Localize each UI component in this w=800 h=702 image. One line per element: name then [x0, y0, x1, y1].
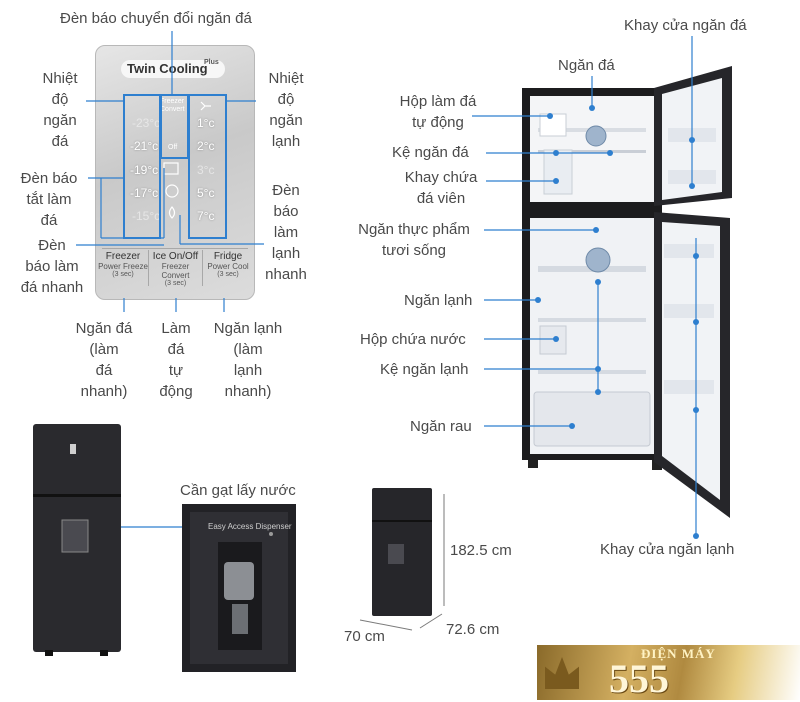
- convert-top-text: Freezer: [160, 98, 185, 105]
- fast-ice-icon: [165, 184, 179, 198]
- dimension-height: 182.5 cm: [450, 542, 512, 559]
- freezer-temp-5: -15°c: [132, 209, 161, 223]
- label-freezer-door-tray: Khay cửa ngăn đá: [624, 17, 747, 34]
- convert-indicator-box: [160, 94, 189, 159]
- off-indicator: Off: [168, 144, 178, 151]
- panel-divider-v1: [148, 250, 149, 286]
- freezer-button-name: Freezer: [105, 251, 141, 262]
- label-fridge: Ngăn lạnh: [404, 292, 473, 309]
- label-fridge-door-tray: Khay cửa ngăn lạnh: [600, 541, 735, 558]
- label-vegetable-drawer: Ngăn rau: [410, 418, 472, 435]
- panel-divider-v2: [202, 250, 203, 286]
- ice-onoff-button[interactable]: Ice On/Off Freezer Convert (3 sec): [149, 251, 202, 289]
- panel-divider: [102, 248, 248, 249]
- fridge-temp-2: 2°c: [197, 139, 215, 153]
- fridge-button-sub2: (3 sec): [217, 271, 239, 278]
- dimension-width: 70 cm: [344, 628, 385, 645]
- brand-number: 555: [609, 656, 669, 701]
- dimension-depth: 72.6 cm: [446, 621, 500, 638]
- fridge-button-name: Fridge: [213, 251, 243, 262]
- control-panel: Twin Cooling Plus Freezer Convert Off -2…: [95, 45, 255, 300]
- fridge-button[interactable]: Fridge Power Cool (3 sec): [203, 251, 253, 289]
- fridge-main-image: [522, 66, 732, 518]
- convert-bottom-text: Convert: [160, 106, 185, 113]
- ice-button-name: Ice On/Off: [152, 251, 199, 262]
- fridge-temp-4: 5°c: [197, 186, 215, 200]
- brand-logo: ĐIỆN MÁY 555: [537, 645, 800, 701]
- freezer-temp-box: [123, 94, 161, 239]
- panel-title-pill: [121, 60, 225, 78]
- fridge-temp-1: 1°c: [197, 116, 215, 130]
- fridge-fan-icon: [200, 101, 211, 111]
- freezer-button-sub2: (3 sec): [112, 271, 134, 278]
- freezer-temp-2: -21°c: [130, 139, 159, 153]
- brand-top-text: ĐIỆN MÁY: [641, 646, 716, 661]
- ice-maker-icon: [163, 162, 179, 175]
- freezer-temp-1: -23°c: [132, 116, 161, 130]
- freezer-temp-3: -19°c: [130, 163, 159, 177]
- label-water-box: Hộp chứa nước: [360, 331, 466, 348]
- label-freezer: Ngăn đá: [558, 57, 615, 74]
- fridge-front-image: [33, 424, 121, 656]
- ice-button-sub2: (3 sec): [164, 280, 187, 287]
- freezer-button[interactable]: Freezer Power Freeze (3 sec): [98, 251, 148, 289]
- label-fridge-shelf: Kệ ngăn lạnh: [380, 361, 469, 378]
- label-convert-indicator: Đèn báo chuyển đổi ngăn đá: [60, 10, 252, 27]
- fridge-dimension-image: [359, 488, 445, 631]
- fridge-temp-3: 3°c: [197, 163, 215, 177]
- fridge-temp-5: 7°c: [197, 209, 215, 223]
- ice-button-sub1: Freezer Convert: [161, 262, 190, 280]
- freezer-temp-4: -17°c: [130, 186, 159, 200]
- fast-cool-icon: [168, 206, 176, 219]
- fridge-button-sub1: Power Cool: [207, 262, 249, 271]
- label-ice-shelf: Kệ ngăn đá: [392, 144, 469, 161]
- brand-crown-icon: [545, 657, 579, 689]
- panel-title: Twin Cooling: [127, 61, 208, 76]
- freezer-button-sub1: Power Freeze: [98, 262, 148, 271]
- panel-title-sup: Plus: [204, 59, 219, 66]
- fridge-temp-box: [188, 94, 227, 239]
- dispenser-panel-text: Easy Access Dispenser: [208, 522, 292, 531]
- label-water-lever: Cần gạt lấy nước: [180, 482, 296, 499]
- dispenser-closeup: [182, 504, 296, 672]
